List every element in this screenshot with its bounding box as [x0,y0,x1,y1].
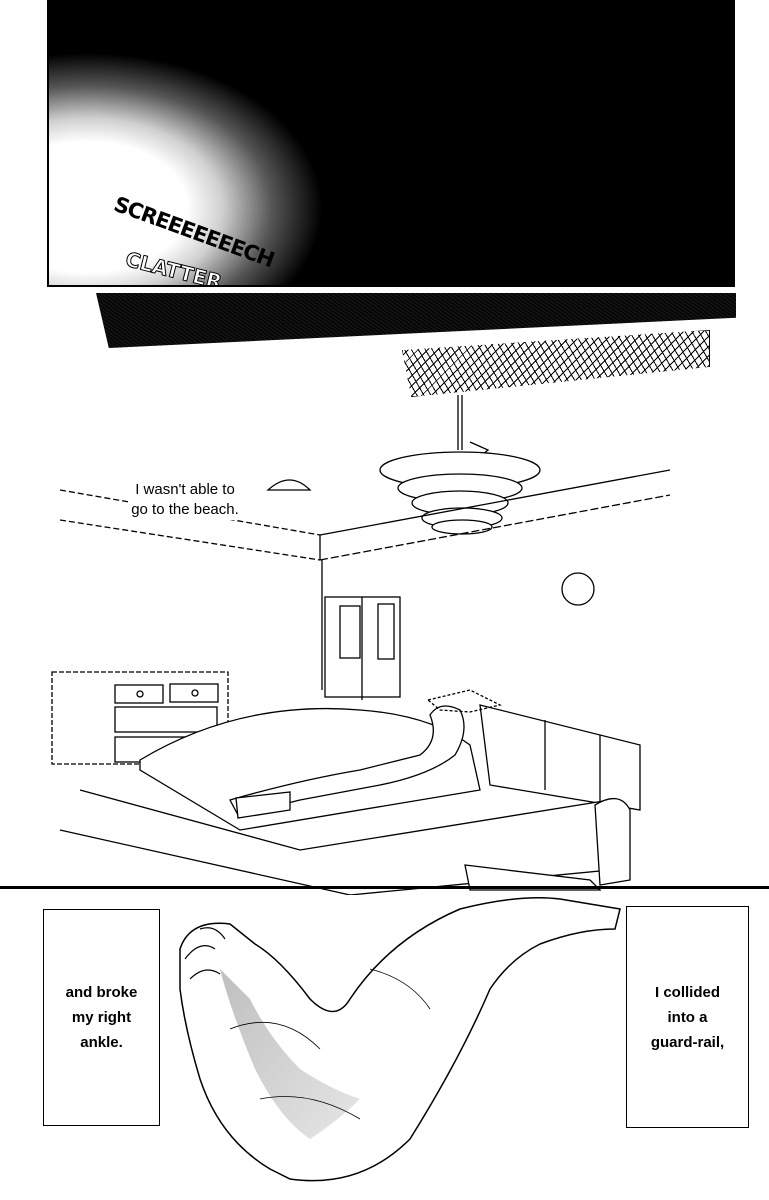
caption-left-text: and broke my right ankle. [65,984,138,1051]
impact-panel: SCREEEEEEECH CLATTER [47,0,735,287]
caption-box-left: and broke my right ankle. [43,909,160,1126]
impact-burst [49,42,339,285]
narration-caption: I wasn't able to go to the beach. [130,480,240,520]
texture-band-pattern [402,330,710,397]
cast-leg-illustration [179,897,621,1182]
caption-box-right: I collided into a guard-rail, [626,906,749,1128]
bedroom-illustration [51,395,671,895]
texture-band-dark [96,293,736,348]
caption-right-text: I collided into a guard-rail, [650,983,725,1051]
panel-divider [0,886,769,889]
